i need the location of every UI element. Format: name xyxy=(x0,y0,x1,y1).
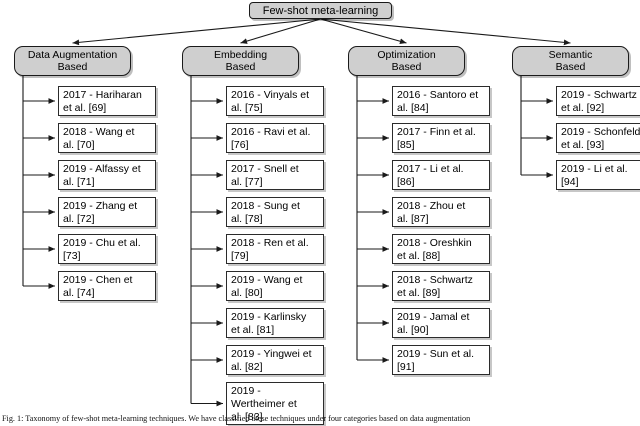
reference-item-line1: 2019 - Chen et xyxy=(63,274,133,286)
reference-item-line2: al. [84] xyxy=(397,102,429,114)
reference-item-line2: et al. [93] xyxy=(561,139,605,151)
reference-item[interactable]: 2019 - Li et al.[94] xyxy=(556,160,640,190)
reference-item-line1: 2019 - Sun et al. xyxy=(397,348,475,360)
reference-item-line2: et al. [92] xyxy=(561,102,605,114)
reference-item-line2: [86] xyxy=(397,176,415,188)
reference-item-line1: 2019 - Karlinsky xyxy=(231,311,307,323)
reference-item-line2: et al. [69] xyxy=(63,102,107,114)
category-label-line1: Optimization xyxy=(377,49,436,61)
reference-item-line1: 2019 - Alfassy et xyxy=(63,163,141,175)
reference-item[interactable]: 2017 - Li et al.[86] xyxy=(392,160,490,190)
category-label-line1: Semantic xyxy=(548,49,593,61)
reference-item-line2: al. [71] xyxy=(63,176,95,188)
reference-item-line1: 2018 - Ren et al. xyxy=(231,237,309,249)
category-label-line2: Based xyxy=(225,61,256,73)
root-node-label: Few-shot meta-learning xyxy=(262,4,379,17)
category-label-line1: Embedding xyxy=(213,49,268,61)
reference-item-line1: 2019 - Jamal et xyxy=(397,311,470,323)
reference-item[interactable]: 2019 - Chu et al.[73] xyxy=(58,234,156,264)
reference-item-line2: et al. [88] xyxy=(397,250,441,262)
reference-item-line2: [85] xyxy=(397,139,415,151)
category-label-line2: Based xyxy=(555,61,586,73)
reference-item-line2: al. [82] xyxy=(231,361,263,373)
reference-item-line1: 2019 - Wang et xyxy=(231,274,303,286)
root-node: Few-shot meta-learning xyxy=(249,2,392,19)
reference-item-line1: 2016 - Vinyals et xyxy=(231,89,310,101)
reference-item[interactable]: 2017 - Finn et al.[85] xyxy=(392,123,490,153)
reference-item-line1: 2019 - Yingwei et xyxy=(231,348,312,360)
reference-item-line2: et al. [81] xyxy=(231,324,275,336)
reference-item-line2: [91] xyxy=(397,361,415,373)
reference-item-line1: 2018 - Wang et xyxy=(63,126,135,138)
reference-item-line1: 2017 - Snell et xyxy=(231,163,299,175)
figure-caption: Fig. 1: Taxonomy of few-shot meta-learni… xyxy=(2,414,471,423)
reference-item-line2: Wertheimer et xyxy=(231,398,297,410)
reference-item-line1: 2019 - Zhang et xyxy=(63,200,138,212)
reference-item-line1: 2018 - Oreshkin xyxy=(397,237,472,249)
reference-item-line1: 2017 - Li et al. xyxy=(397,163,464,175)
reference-item[interactable]: 2016 - Ravi et al.[76] xyxy=(226,123,324,153)
reference-item-line1: 2019 - Chu et al. xyxy=(63,237,141,249)
category-label-line1: Data Augmentation xyxy=(27,49,118,61)
reference-item-line2: al. [74] xyxy=(63,287,95,299)
category-label-line2: Based xyxy=(57,61,88,73)
reference-item-line1: 2019 - Schonfeld xyxy=(561,126,640,138)
category-label-line2: Based xyxy=(391,61,422,73)
reference-item-line2: al. [80] xyxy=(231,287,263,299)
reference-item-line1: 2019 - Schwartz xyxy=(561,89,637,101)
reference-item-line2: al. [75] xyxy=(231,102,263,114)
reference-item-line2: al. [77] xyxy=(231,176,263,188)
reference-item-line2: et al. [89] xyxy=(397,287,441,299)
reference-item-line2: [76] xyxy=(231,139,249,151)
reference-item[interactable]: 2019 - Sun et al.[91] xyxy=(392,345,490,375)
reference-item-line2: [79] xyxy=(231,250,249,262)
reference-item-line1: 2018 - Zhou et xyxy=(397,200,466,212)
reference-item-line2: al. [70] xyxy=(63,139,95,151)
reference-item-line1: 2018 - Schwartz xyxy=(397,274,473,286)
reference-item-line2: al. [87] xyxy=(397,213,429,225)
reference-item-line1: 2019 - Li et al. xyxy=(561,163,628,175)
reference-item-line2: al. [90] xyxy=(397,324,429,336)
reference-item-line1: 2017 - Hariharan xyxy=(63,89,142,101)
reference-item-line1: 2016 - Ravi et al. xyxy=(231,126,311,138)
reference-item-line1: 2019 - xyxy=(231,385,261,397)
reference-item-line2: al. [78] xyxy=(231,213,263,225)
reference-item-line1: 2016 - Santoro et xyxy=(397,89,479,101)
reference-item-line2: [73] xyxy=(63,250,81,262)
reference-item-line1: 2018 - Sung et xyxy=(231,200,300,212)
reference-item-line2: al. [72] xyxy=(63,213,95,225)
reference-item[interactable]: 2018 - Ren et al.[79] xyxy=(226,234,324,264)
reference-item-line2: [94] xyxy=(561,176,579,188)
reference-item-line1: 2017 - Finn et al. xyxy=(397,126,476,138)
reference-item-line3: al. [83] xyxy=(231,411,263,423)
